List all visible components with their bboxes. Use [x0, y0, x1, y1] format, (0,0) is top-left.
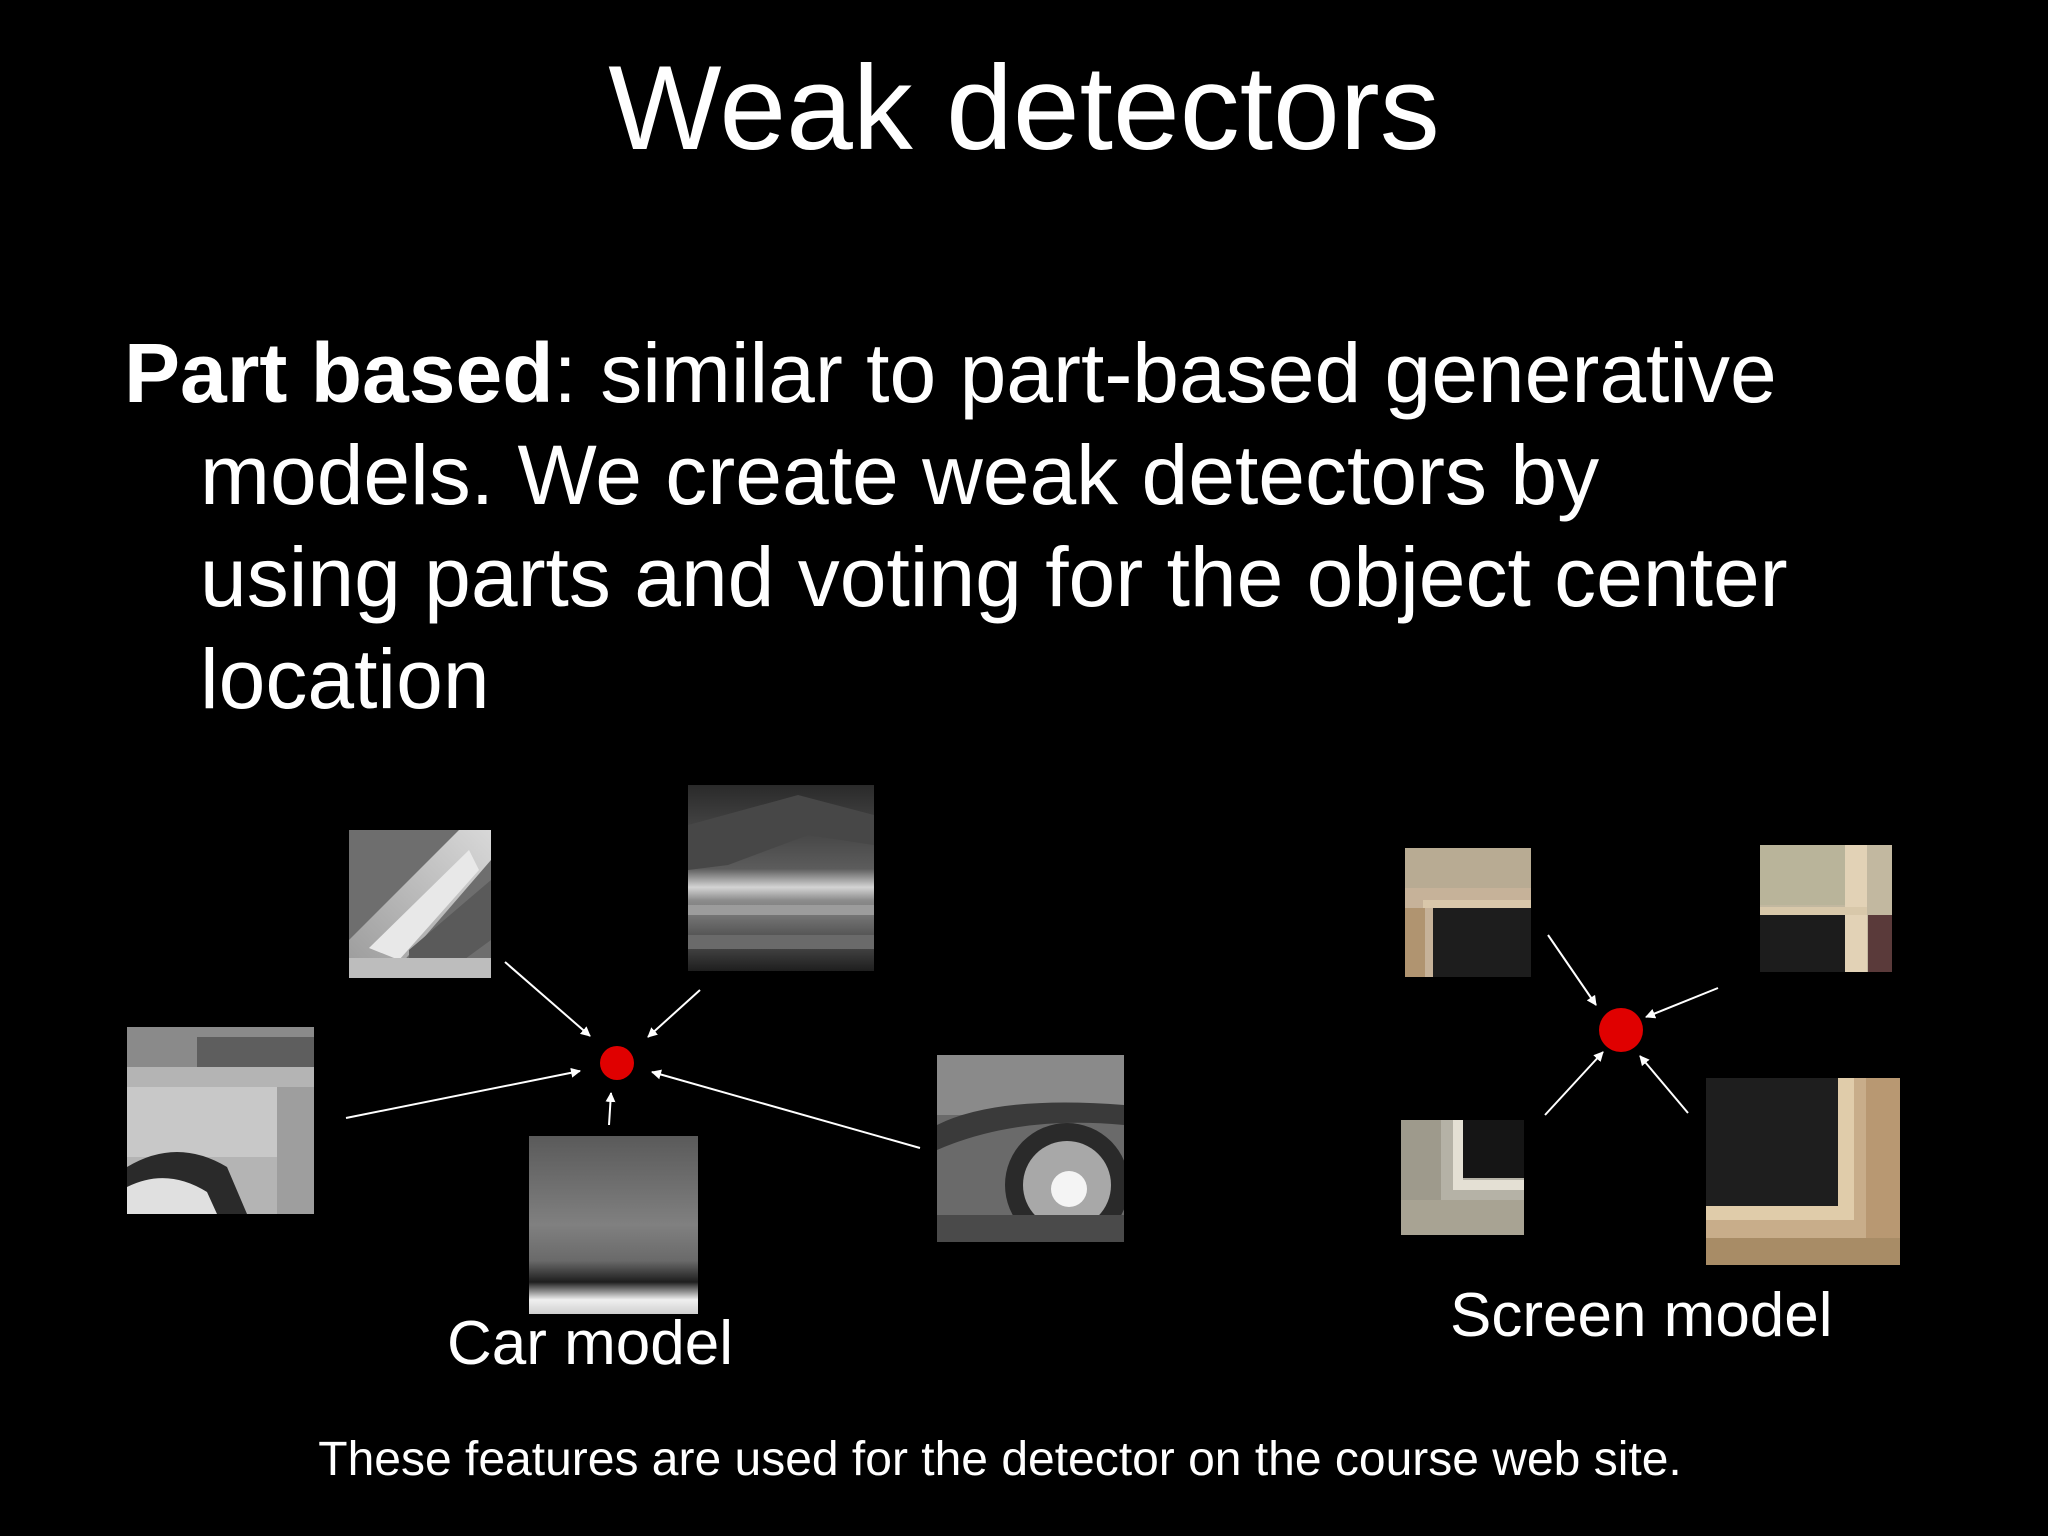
- screen-arrow-from-top-right: [1645, 987, 1719, 1019]
- car-arrow-from-door: [345, 1067, 581, 1119]
- bullet-text: Part based: similar to part-based genera…: [124, 322, 1964, 730]
- bullet-line-4: location: [200, 632, 490, 726]
- screen-arrow-from-bottom-right: [1639, 1055, 1689, 1114]
- slide-title: Weak detectors: [608, 41, 1440, 175]
- car-part-bumper: [529, 1136, 698, 1314]
- bullet-line-1-rest: : similar to part-based generative: [553, 326, 1777, 420]
- footnote: These features are used for the detector…: [318, 1433, 1682, 1486]
- screen-part-bottom-right-corner: [1706, 1078, 1900, 1265]
- screen-center-dot: [1599, 1008, 1643, 1052]
- bullet-line-2: models. We create weak detectors by: [200, 428, 1600, 522]
- screen-part-bottom-left-corner: [1401, 1120, 1524, 1235]
- car-vote-arrows: [345, 961, 921, 1149]
- car-part-wheel: [937, 1055, 1124, 1242]
- car-center-dot: [600, 1046, 634, 1080]
- bullet-bold-lead: Part based: [124, 326, 554, 420]
- screen-vote-arrows: [1544, 934, 1719, 1116]
- car-arrow-from-trim: [647, 989, 701, 1038]
- car-part-roof-pillar: [349, 830, 491, 978]
- bullet-line-1: Part based: similar to part-based genera…: [124, 322, 1964, 424]
- car-arrow-from-bumper: [605, 1092, 616, 1126]
- car-arrow-from-wheel: [651, 1069, 921, 1149]
- screen-part-top-right-corner: [1760, 845, 1892, 972]
- car-arrow-from-pillar: [504, 961, 591, 1037]
- bullet-line-3: using parts and voting for the object ce…: [200, 530, 1788, 624]
- screen-part-top-left-corner: [1405, 848, 1531, 977]
- screen-arrow-from-bottom-left: [1544, 1051, 1604, 1116]
- car-model-label: Car model: [447, 1309, 733, 1378]
- car-part-side-trim: [688, 785, 874, 971]
- car-part-door: [127, 1027, 314, 1214]
- screen-model-label: Screen model: [1450, 1281, 1833, 1350]
- screen-arrow-from-top-left: [1547, 934, 1597, 1006]
